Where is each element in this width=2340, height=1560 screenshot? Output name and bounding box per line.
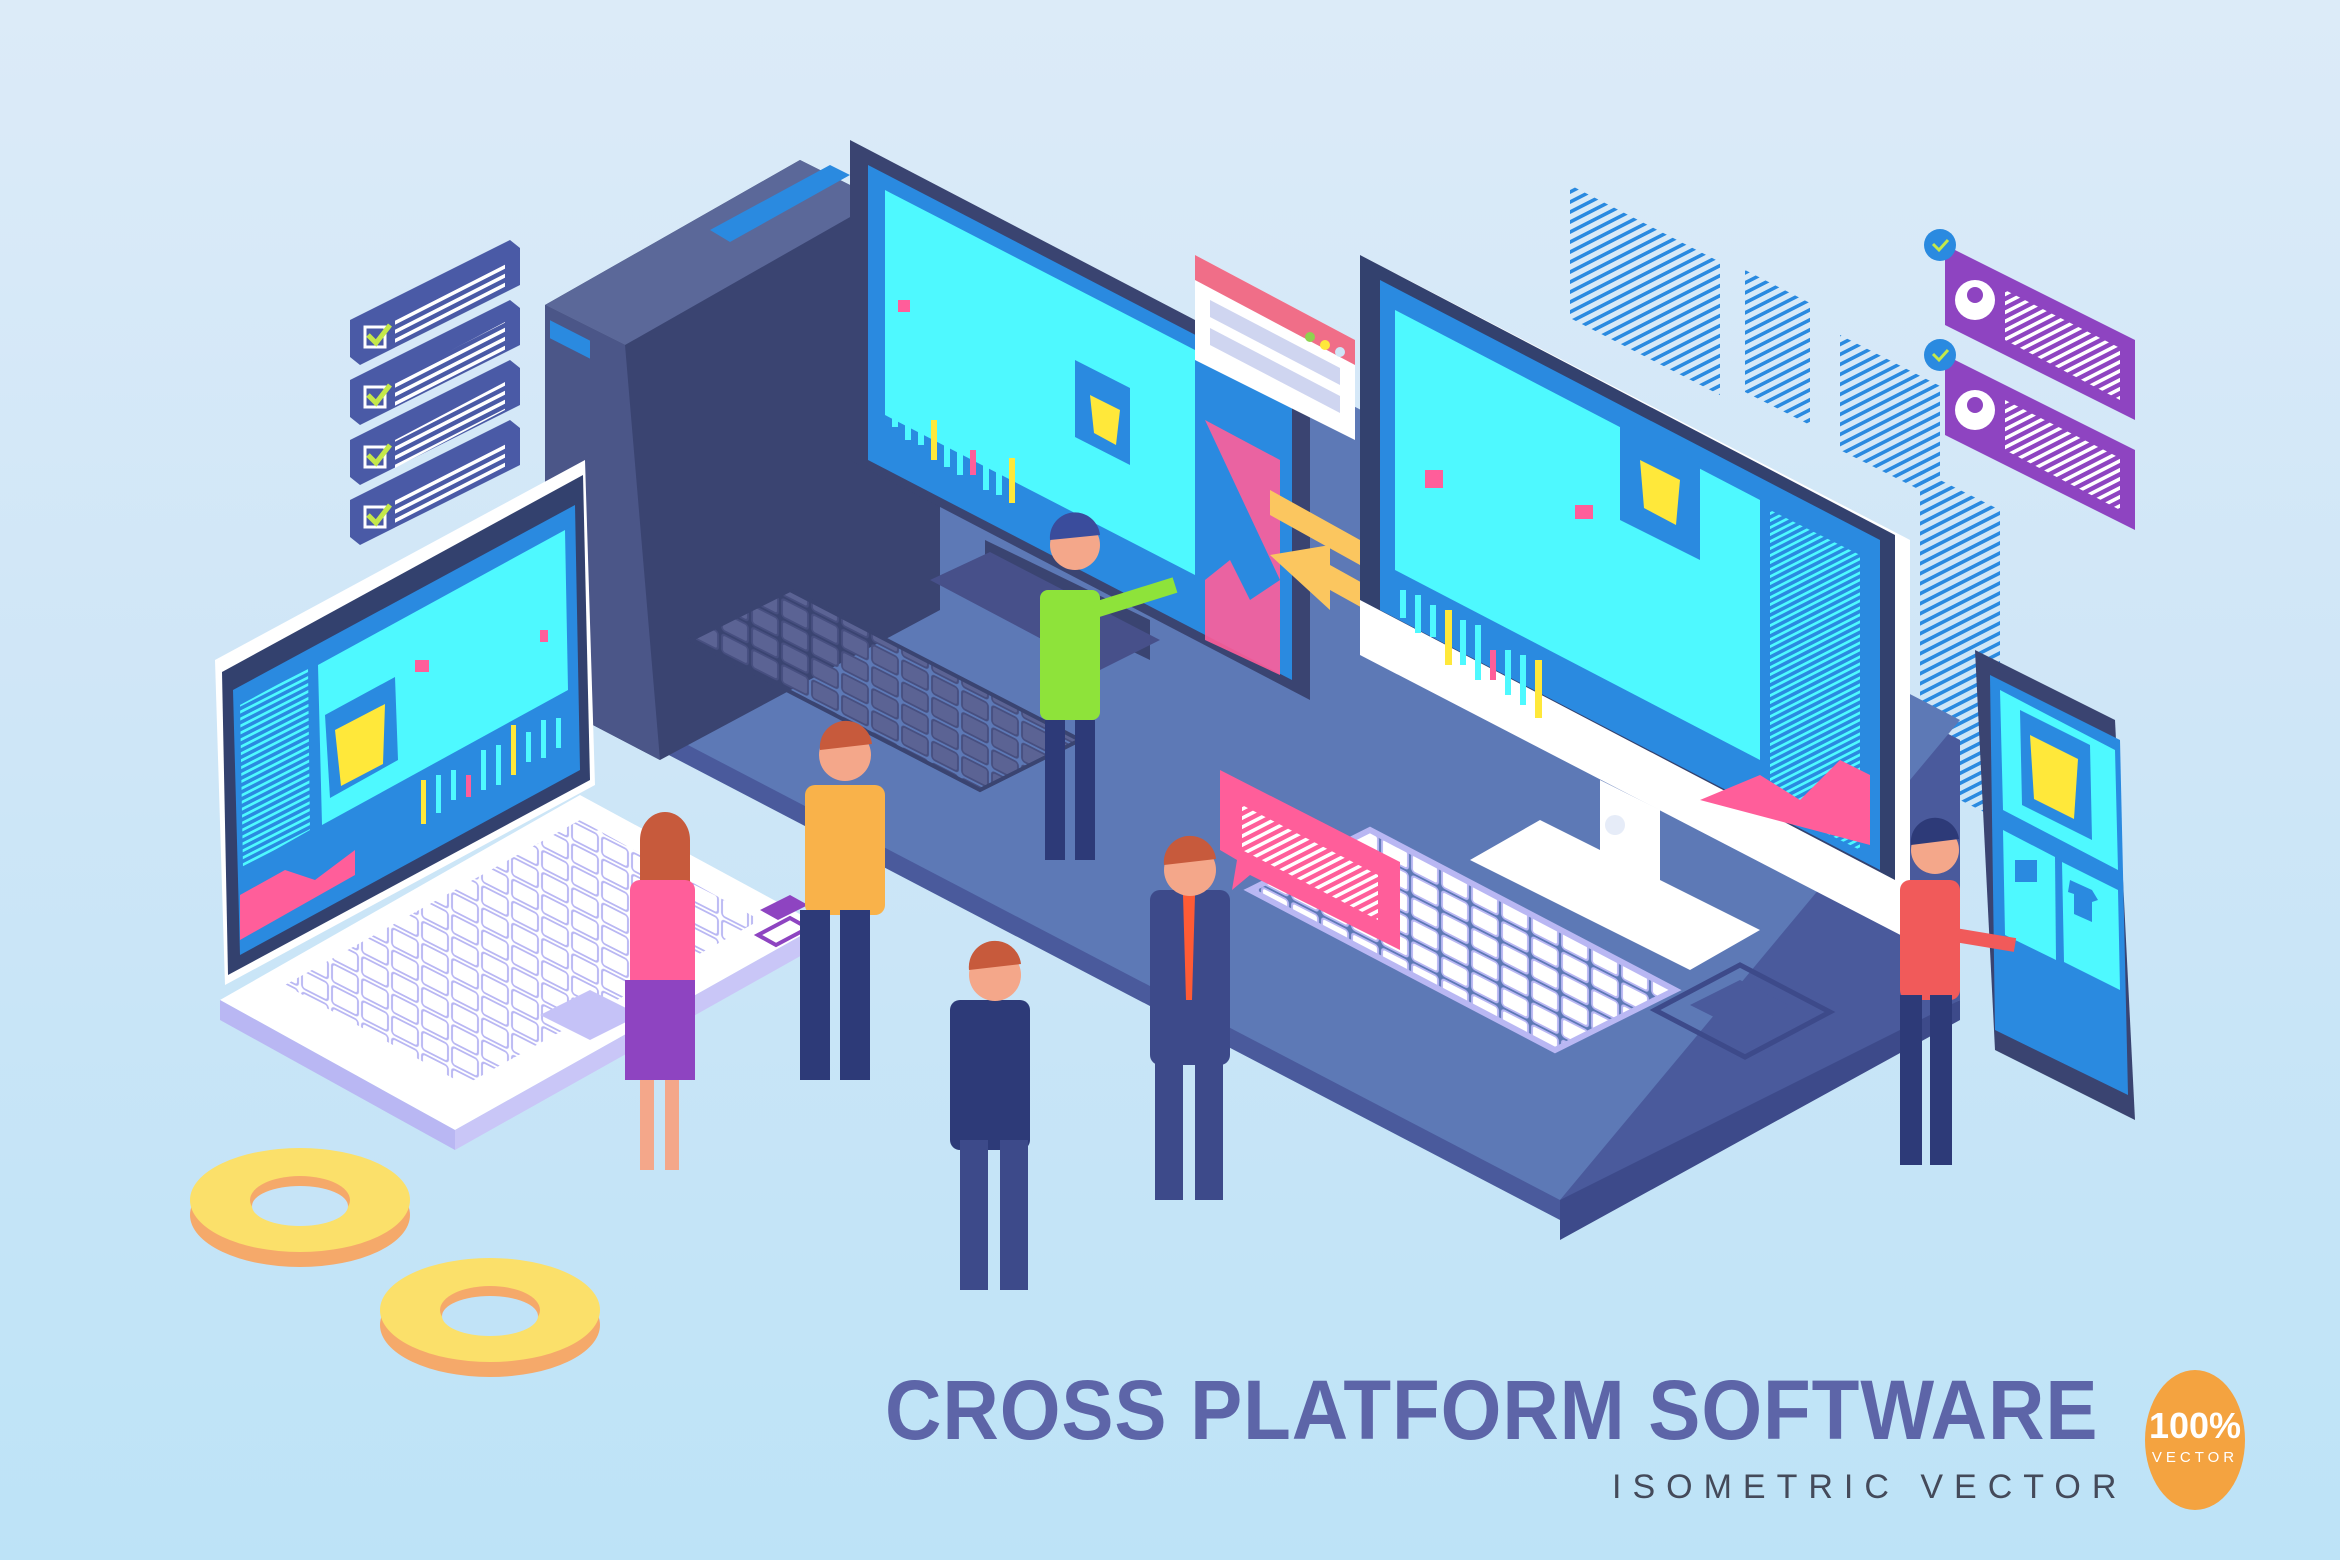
notification-card [1924, 339, 2135, 530]
notification-card [1924, 229, 2135, 420]
checklist [350, 240, 520, 545]
person-businessman [950, 940, 1030, 1290]
checklist-item [350, 360, 520, 485]
person-green-shirt [1040, 512, 1178, 860]
person-businessman-tie [1150, 835, 1230, 1200]
bar-chart [421, 718, 561, 824]
checklist-item [350, 300, 520, 425]
notification-cards [1924, 229, 2135, 530]
person-red-shirt [1900, 817, 2017, 1165]
login-dialog [1195, 255, 1355, 440]
checklist-item [350, 420, 520, 545]
chat-bubble [1220, 770, 1400, 950]
badge-label: VECTOR [2151, 1449, 2239, 1466]
gear-icon [380, 1258, 600, 1377]
badge-percent: 100% [2148, 1405, 2242, 1446]
person-woman [625, 812, 695, 1170]
checklist-item [350, 240, 520, 365]
person-yellow-shirt [800, 720, 885, 1080]
bar-chart [1400, 590, 1542, 718]
imac-monitor [1360, 255, 1910, 970]
center-monitor [850, 140, 1310, 700]
page-subtitle: ISOMETRIC VECTOR [1612, 1468, 2128, 1506]
page-title: CROSS PLATFORM SOFTWARE [885, 1363, 2099, 1457]
chip-icon [1649, 962, 1836, 1060]
smartphone [1975, 650, 2135, 1120]
bar-chart [892, 405, 1015, 503]
vector-badge: 100% VECTOR [2145, 1370, 2245, 1510]
gear-icon [190, 1148, 410, 1267]
